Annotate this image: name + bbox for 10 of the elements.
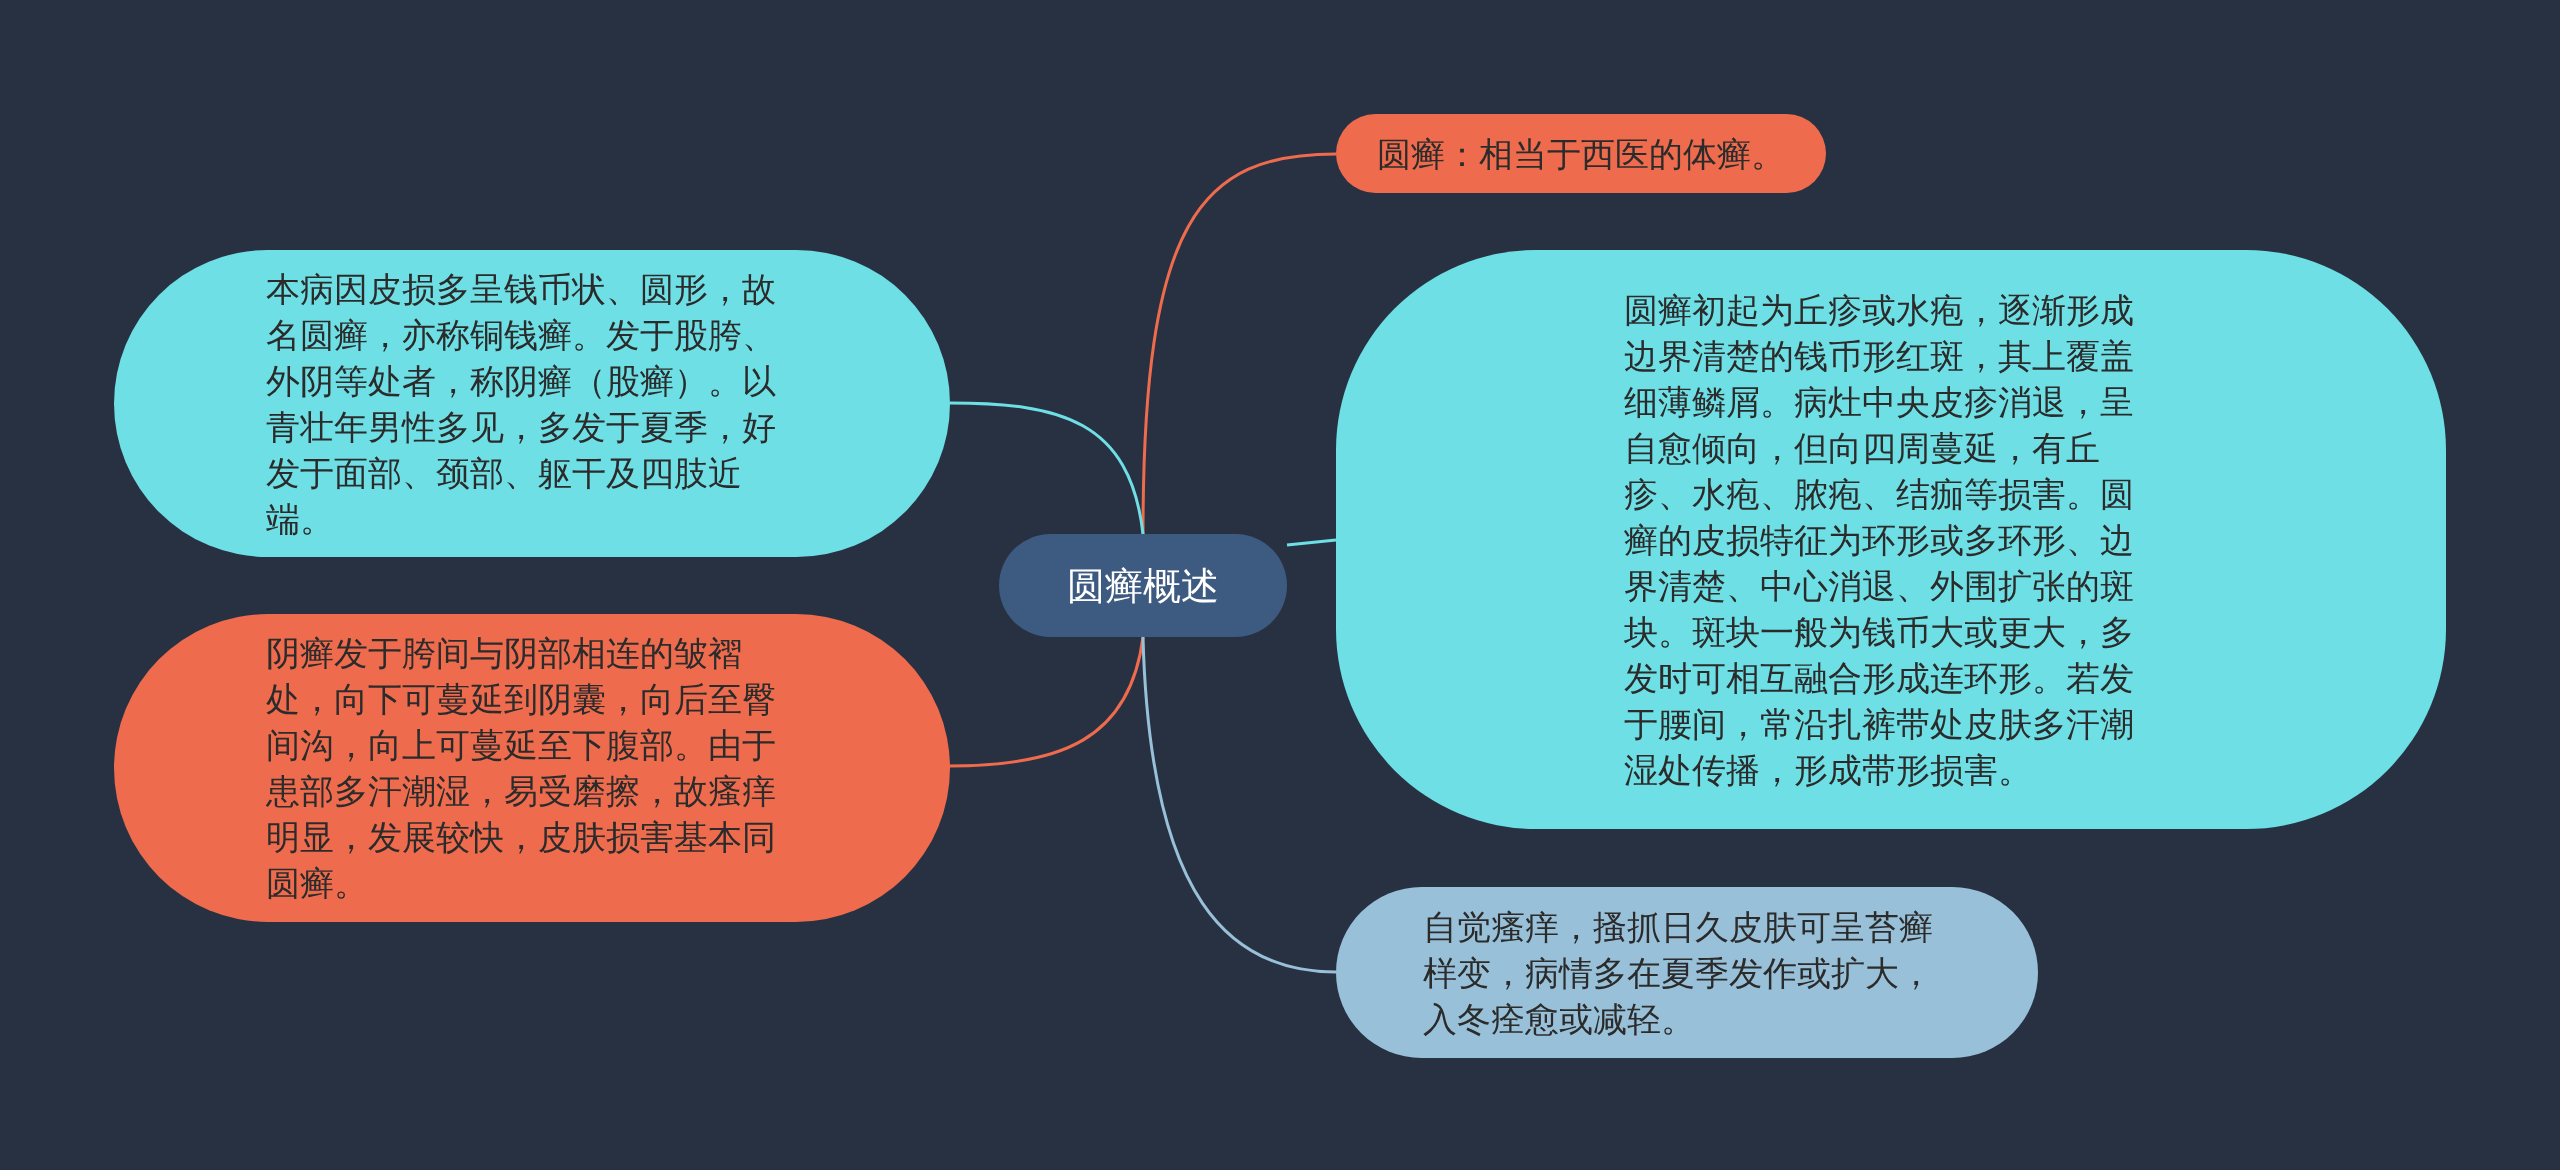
- connector-line: [949, 401, 1145, 535]
- topic-box: 自觉瘙痒，搔抓日久皮肤可呈苔癣样变，病情多在夏季发作或扩大，入冬痊愈或减轻。: [1336, 887, 2038, 1058]
- central-topic-box: 圆癣概述: [999, 534, 1287, 637]
- connector-line: [949, 636, 1145, 768]
- topic-box: 本病因皮损多呈钱币状、圆形，故名圆癣，亦称铜钱癣。发于股胯、外阴等处者，称阴癣（股癣）。以青壮年男性多见，多发于夏季，好发于面部、颈部、躯干及四肢近端。: [114, 250, 950, 557]
- connector-line: [1286, 538, 1337, 547]
- topic-box: 圆癣：相当于西医的体癣。: [1336, 114, 1826, 193]
- topic-box: 圆癣初起为丘疹或水疱，逐渐形成边界清楚的钱币形红斑，其上覆盖细薄鳞屑。病灶中央皮疹消退，呈自愈倾向，但向四周蔓延，有丘疹、水疱、脓疱、结痂等损害。圆癣的皮损特征为环形或多环形、边界清楚、中心消退、外围扩张的斑块。斑块一般为钱币大或更大，多发时可相互融合形成连环形。若发于腰间，常沿扎裤带处皮肤多汗潮湿处传播，形成带形损害。: [1336, 250, 2446, 829]
- connector-line: [1141, 636, 1337, 974]
- topic-box: 阴癣发于胯间与阴部相连的皱褶处，向下可蔓延到阴囊，向后至臀间沟，向上可蔓延至下腹部。由于患部多汗潮湿，易受磨擦，故瘙痒明显，发展较快，皮肤损害基本同圆癣。: [114, 614, 950, 922]
